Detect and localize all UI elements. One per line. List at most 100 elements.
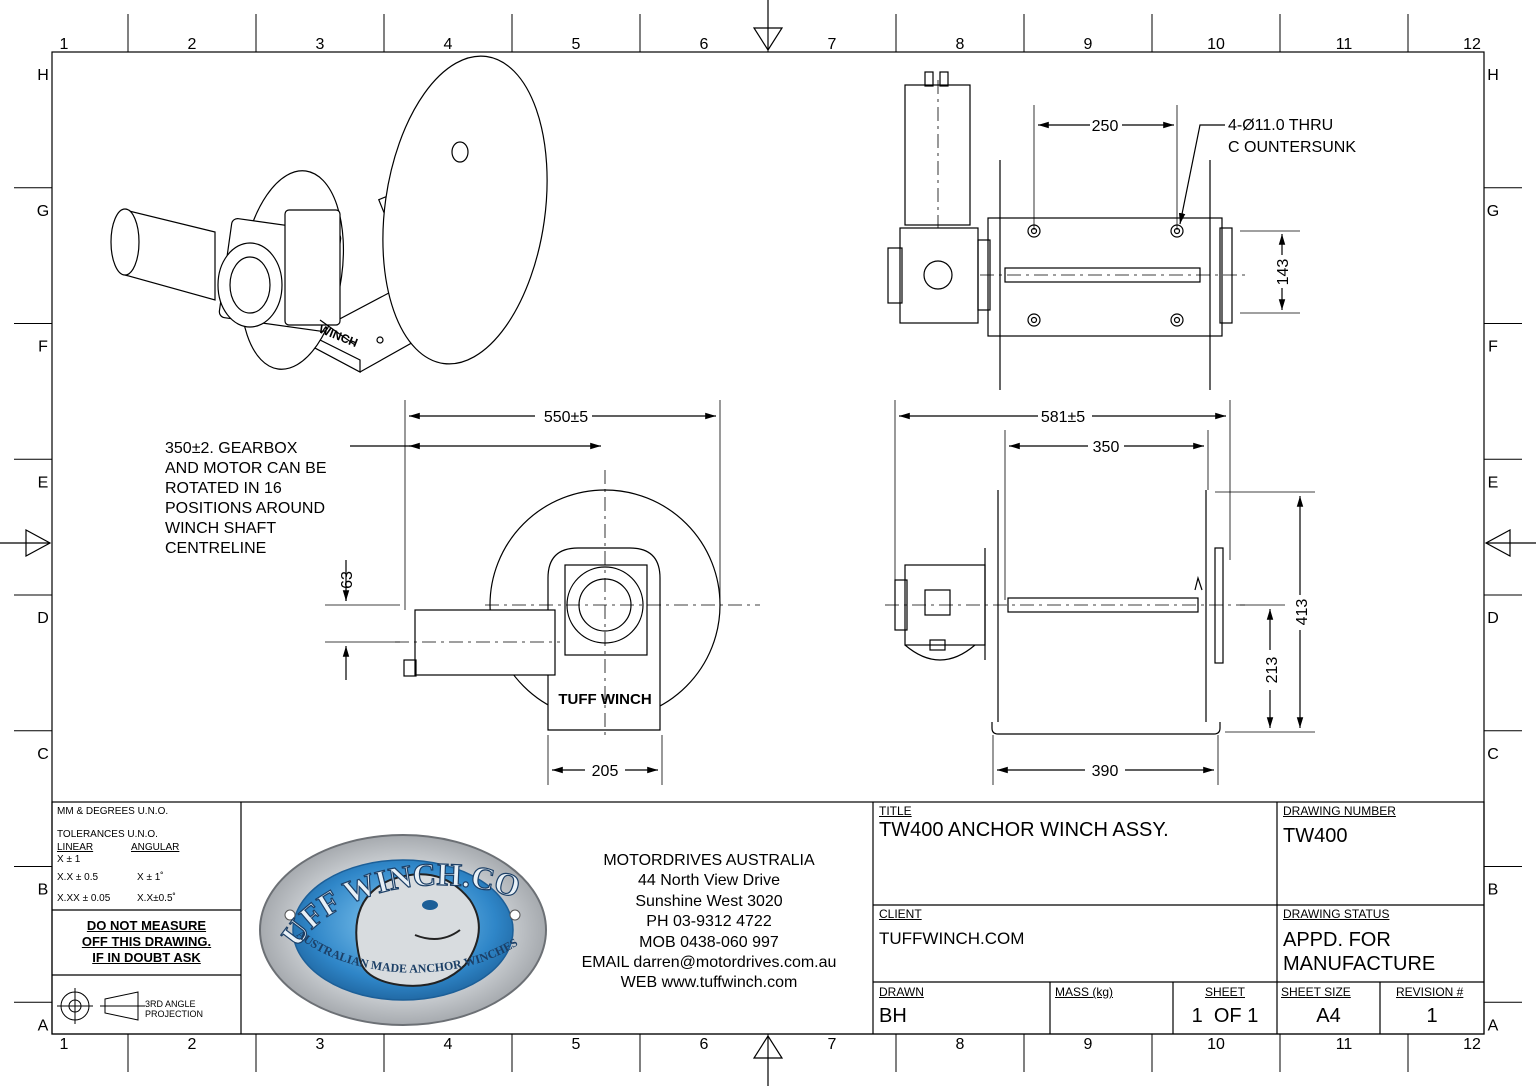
row-label-right: A <box>1488 1017 1499 1034</box>
column-label-bottom: 12 <box>1463 1036 1481 1053</box>
note-holes-1: 4-Ø11.0 THRU <box>1228 117 1333 134</box>
dim-front-shaft-height: 213 <box>1264 657 1281 684</box>
column-label-bottom: 5 <box>572 1036 581 1053</box>
sheet-value: 1 OF 1 <box>1191 1005 1259 1027</box>
column-label-top: 2 <box>188 36 197 53</box>
row-label-left: H <box>37 67 49 84</box>
column-label-top: 11 <box>1336 36 1353 53</box>
row-label-left: D <box>37 610 49 627</box>
side-brand-plate: TUFF WINCH <box>558 691 651 708</box>
dim-side-overall: 550±5 <box>544 409 588 426</box>
drawing-title: TW400 ANCHOR WINCH ASSY. <box>879 819 1169 841</box>
company-email: EMAIL darren@motordrives.com.au <box>581 954 837 972</box>
row-ticks <box>14 187 1522 1003</box>
dim-front-height: 413 <box>1294 599 1311 626</box>
row-label-right: C <box>1487 746 1499 763</box>
row-label-right: G <box>1487 203 1499 220</box>
company-name: MOTORDRIVES AUSTRALIA <box>603 852 815 869</box>
column-label-top: 3 <box>316 36 325 53</box>
drawing-number-label: DRAWING NUMBER <box>1283 804 1396 818</box>
drawn-by: BH <box>879 1005 907 1027</box>
column-label-bottom: 10 <box>1207 1036 1225 1053</box>
row-label-left: C <box>37 746 49 763</box>
column-label-top: 8 <box>956 36 965 53</box>
client-label: CLIENT <box>879 907 922 921</box>
company-suburb: Sunshine West 3020 <box>635 892 783 910</box>
front-view <box>885 400 1315 785</box>
tol-linear-label: LINEAR <box>57 842 94 853</box>
sheet-label: SHEET <box>1204 985 1245 999</box>
drawing-status-label: DRAWING STATUS <box>1283 907 1390 921</box>
tol-linear-2: X.XX ± 0.05 <box>57 893 111 904</box>
drawing-status-line-1: APPD. FOR <box>1283 929 1391 951</box>
company-web: WEB www.tuffwinch.com <box>620 974 798 992</box>
dim-side-offset: 63 <box>339 571 356 589</box>
units-note: MM & DEGREES U.N.O. <box>57 806 169 817</box>
row-label-left: E <box>38 474 49 491</box>
dim-top-height: 143 <box>1275 259 1292 286</box>
projection-label: 3RD ANGLE PROJECTION <box>145 999 203 1019</box>
title-label: TITLE <box>879 804 912 818</box>
measure-warning-line-2: OFF THIS DRAWING. <box>81 934 212 949</box>
row-label-right: H <box>1487 67 1499 84</box>
row-label-left: B <box>38 882 49 899</box>
column-label-top: 7 <box>828 36 837 53</box>
tol-linear-1: X.X ± 0.5 <box>57 872 99 883</box>
column-label-top: 10 <box>1207 36 1225 53</box>
column-label-bottom: 4 <box>444 1036 453 1053</box>
drawing-number: TW400 <box>1283 825 1348 847</box>
isometric-view: WINCH <box>110 55 548 373</box>
note-rotation-2: AND MOTOR CAN BE <box>165 460 327 477</box>
projection-label-1: 3RD ANGLE <box>145 999 196 1009</box>
mass-label: MASS (kg) <box>1055 985 1114 999</box>
side-view <box>325 400 760 785</box>
dim-front-drum: 350 <box>1093 439 1120 456</box>
drawing-status-line-2: MANUFACTURE <box>1283 953 1436 975</box>
drawing-status: APPD. FOR MANUFACTURE <box>1283 928 1435 976</box>
column-label-bottom: 3 <box>316 1036 325 1053</box>
column-label-bottom: 8 <box>956 1036 965 1053</box>
row-label-left: G <box>37 203 49 220</box>
company-phone: PH 03-9312 4722 <box>646 913 772 931</box>
note-rotation-6: CENTRELINE <box>165 540 266 557</box>
row-label-right: B <box>1488 882 1499 899</box>
title-block-grid <box>51 801 1485 1035</box>
column-label-bottom: 1 <box>60 1036 69 1053</box>
column-label-top: 12 <box>1463 36 1481 53</box>
row-label-left: A <box>38 1017 49 1034</box>
note-holes-2: C OUNTERSUNK <box>1228 139 1356 156</box>
company-street: 44 North View Drive <box>638 872 780 890</box>
measure-warning-line-1: DO NOT MEASURE <box>86 918 207 933</box>
projection-symbol <box>57 988 145 1024</box>
revision-value: 1 <box>1426 1005 1438 1027</box>
row-label-left: F <box>38 339 48 356</box>
column-label-top: 1 <box>60 36 69 53</box>
dim-front-overall: 581±5 <box>1041 409 1085 426</box>
note-rotation-1: 350±2. GEARBOX <box>165 440 298 457</box>
dim-top-spacing: 250 <box>1092 118 1119 135</box>
column-label-top: 9 <box>1084 36 1093 53</box>
top-view <box>887 71 1300 390</box>
column-label-top: 4 <box>444 36 453 53</box>
company-address: MOTORDRIVES AUSTRALIA 44 North View Driv… <box>553 851 865 994</box>
column-label-bottom: 9 <box>1084 1036 1093 1053</box>
sheet-size-value: A4 <box>1316 1005 1341 1027</box>
row-label-right: D <box>1487 610 1499 627</box>
tol-angular-label: ANGULAR <box>131 842 180 853</box>
company-mobile: MOB 0438-060 997 <box>639 933 779 951</box>
projection-label-2: PROJECTION <box>145 1009 204 1019</box>
row-label-right: F <box>1488 339 1498 356</box>
drawn-label: DRAWN <box>879 985 924 999</box>
client-name: TUFFWINCH.COM <box>879 929 1025 948</box>
note-rotation-5: WINCH SHAFT <box>165 520 276 537</box>
tol-linear-0: X ± 1 <box>57 854 81 865</box>
dim-side-base: 205 <box>592 763 619 780</box>
column-label-top: 5 <box>572 36 581 53</box>
column-label-bottom: 2 <box>188 1036 197 1053</box>
revision-label: REVISION # <box>1396 985 1464 999</box>
tol-angular-1: X ± 1˚ <box>137 872 164 883</box>
